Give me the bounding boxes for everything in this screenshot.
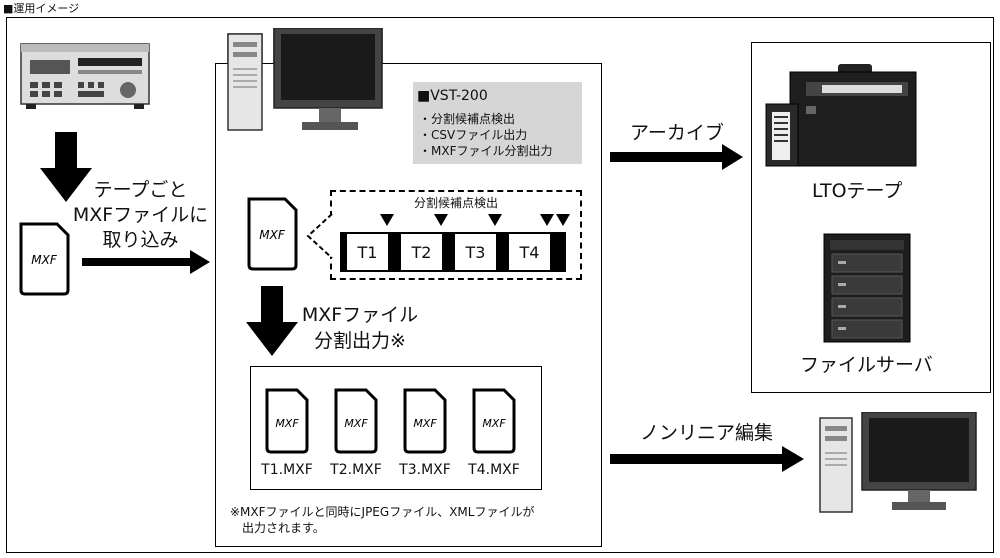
right-arrow-archive [610,144,743,170]
split-point-marker-5 [556,214,570,226]
down-arrow-split [246,286,298,356]
diagram-frame [6,17,994,553]
nle-label: ノンリニア編集 [640,422,774,444]
mxf-file-icon-vst: MXF [247,197,298,271]
vst-feature-2: ・CSVファイル出力 [419,128,528,142]
import-label-line2: MXFファイルに [72,204,209,226]
output-file-t3-label: T3.MXF [399,462,451,478]
segment-gap-4 [552,232,566,272]
lto-tape-drive-icon [765,64,917,167]
right-arrow-to-vst [82,250,210,274]
footnote: ※MXFファイルと同時にJPEGファイル、XMLファイルが 出力されます。 [230,504,534,536]
mxf-file-icon-t1: MXF [265,388,309,454]
nle-workstation-icon [819,412,977,513]
mxf-file-icon-source: MXF [19,222,70,296]
mxf-file-icon-t2: MXF [334,388,378,454]
segment-gap-2 [444,232,454,272]
split-point-marker-3 [488,214,502,226]
vtr-deck-icon [20,43,150,109]
footnote-line1: ※MXFファイルと同時にJPEGファイル、XMLファイルが [230,505,535,519]
file-server-label: ファイルサーバ [800,354,933,376]
svg-text:MXF: MXF [482,417,506,430]
segment-t4: T4 [507,232,552,272]
split-output-label-line1: MXFファイル [301,304,419,326]
vst-feature-panel: ■VST-200 ・分割候補点検出 ・CSVファイル出力 ・MXFファイル分割出… [413,82,582,164]
vst-feature-3: ・MXFファイル分割出力 [419,144,553,158]
segment-gap-0 [340,232,346,272]
svg-text:MXF: MXF [413,417,437,430]
page-caption: ■運用イメージ [3,2,80,15]
lto-tape-label: LTOテープ [812,180,903,202]
mxf-file-icon-t3: MXF [403,388,447,454]
right-arrow-nle [610,446,804,472]
segment-t2: T2 [399,232,444,272]
mxf-file-icon-t4: MXF [472,388,516,454]
vst-title: ■VST-200 [417,88,488,104]
segment-t3: T3 [453,232,498,272]
output-file-t4-label: T4.MXF [468,462,520,478]
import-label-line3: 取り込み [102,229,179,251]
footnote-line2: 出力されます。 [242,521,325,535]
vst-feature-1: ・分割候補点検出 [419,112,516,126]
segment-t1: T1 [345,232,390,272]
down-arrow-import [40,132,92,202]
workstation-pc-icon-overlay [227,28,383,131]
archive-label: アーカイブ [630,122,724,144]
callout-pointer [306,213,333,259]
split-point-marker-4 [540,214,554,226]
svg-text:MXF: MXF [275,417,299,430]
svg-text:MXF: MXF [344,417,368,430]
output-file-t1-label: T1.MXF [261,462,313,478]
output-file-t2-label: T2.MXF [330,462,382,478]
import-label: テープごと MXFファイルに 取り込み [68,178,213,253]
file-server-icon [823,233,911,343]
segment-gap-3 [498,232,508,272]
split-point-marker-1 [380,214,394,226]
split-output-label: MXFファイル 分割出力※ [290,302,430,354]
split-output-label-line2: 分割出力※ [314,330,406,352]
segment-gap-1 [390,232,400,272]
split-point-marker-2 [434,214,448,226]
segment-detection-title: 分割候補点検出 [413,196,498,210]
import-label-line1: テープごと [93,179,188,201]
svg-text:MXF: MXF [259,228,286,242]
svg-text:MXF: MXF [31,253,58,267]
